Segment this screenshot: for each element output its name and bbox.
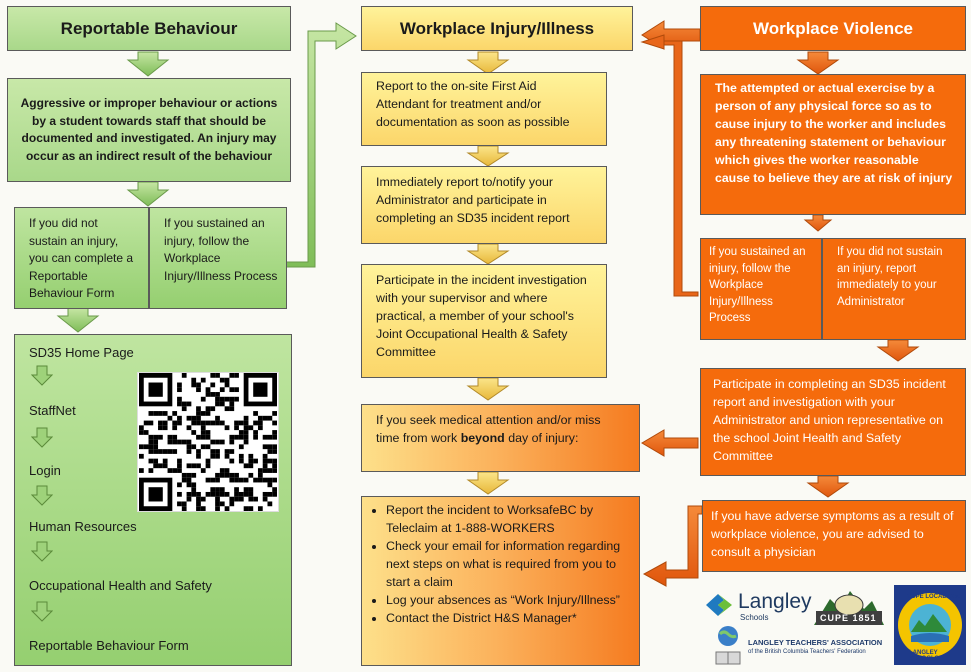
down-arrow-icon bbox=[56, 307, 100, 333]
down-arrow-icon bbox=[466, 471, 510, 495]
down-arrow-icon bbox=[796, 51, 840, 75]
down-arrow-icon bbox=[31, 485, 53, 506]
lta-logo: LANGLEY TEACHERS' ASSOCIATION of the Bri… bbox=[748, 638, 883, 655]
connector-arrow-icon bbox=[642, 505, 703, 587]
violence-header: Workplace Violence bbox=[700, 6, 966, 51]
connector-arrow-icon bbox=[640, 34, 699, 297]
down-arrow-icon bbox=[31, 427, 53, 448]
down-arrow-icon bbox=[126, 181, 170, 207]
injury-step-first-aid: Report to the on-site First Aid Attendan… bbox=[361, 72, 607, 146]
step-reportable-form: Reportable Behaviour Form bbox=[29, 638, 189, 653]
violence-injury: If you sustained an injury, follow the W… bbox=[700, 238, 822, 340]
injury-step-investigation: Participate in the incident investigatio… bbox=[361, 264, 607, 378]
down-arrow-icon bbox=[876, 339, 920, 362]
reportable-injury: If you sustained an injury, follow the W… bbox=[149, 207, 287, 309]
list-item: Log your absences as “Work Injury/Illnes… bbox=[386, 591, 629, 609]
down-arrow-icon bbox=[806, 475, 850, 498]
violence-no-injury: If you did not sustain an injury, report… bbox=[822, 238, 966, 340]
step-human-resources: Human Resources bbox=[29, 519, 137, 534]
langley-schools-logo: Langley Schools bbox=[704, 588, 812, 624]
list-item: Report the incident to WorksafeBC by Tel… bbox=[386, 501, 629, 537]
connector-arrow-icon bbox=[285, 22, 357, 268]
injury-step-medical: If you seek medical attention and/or mis… bbox=[361, 404, 640, 472]
down-arrow-icon bbox=[126, 51, 170, 77]
violence-definition: The attempted or actual exercise by a pe… bbox=[700, 74, 966, 215]
injury-bullets: Report the incident to WorksafeBC by Tel… bbox=[361, 496, 640, 666]
lta-emblem bbox=[714, 624, 742, 666]
injury-step-notify-admin: Immediately report to/notify your Admini… bbox=[361, 166, 607, 244]
cupe-local-seal-icon bbox=[894, 585, 966, 665]
step-staffnet: StaffNet bbox=[29, 403, 76, 418]
list-item: Contact the District H&S Manager* bbox=[386, 609, 629, 627]
cupe-local-logo: CUPE LOCAL 1260 LANGLEY SCHOOLS bbox=[893, 584, 967, 666]
down-arrow-icon bbox=[31, 601, 53, 622]
qr-code-icon bbox=[137, 372, 279, 512]
down-arrow-icon bbox=[466, 51, 510, 75]
reportable-header: Reportable Behaviour bbox=[7, 6, 291, 51]
step-sd35-home: SD35 Home Page bbox=[29, 345, 134, 360]
violence-step-report: Participate in completing an SD35 incide… bbox=[700, 368, 966, 476]
down-arrow-icon bbox=[466, 243, 510, 265]
langley-logo-icon bbox=[706, 594, 732, 616]
down-arrow-icon bbox=[31, 365, 53, 386]
reportable-definition: Aggressive or improper behaviour or acti… bbox=[7, 78, 291, 182]
cupe-logo-icon bbox=[814, 591, 884, 625]
list-item: Check your email for information regardi… bbox=[386, 537, 629, 591]
step-ohs: Occupational Health and Safety bbox=[29, 578, 212, 593]
step-login: Login bbox=[29, 463, 61, 478]
down-arrow-icon bbox=[466, 377, 510, 401]
connector-arrow-icon bbox=[641, 429, 699, 457]
down-arrow-icon bbox=[466, 145, 510, 167]
reportable-no-injury: If you did not sustain an injury, you ca… bbox=[14, 207, 149, 309]
violence-step-physician: If you have adverse symptoms as a result… bbox=[702, 500, 966, 572]
injury-header: Workplace Injury/Illness bbox=[361, 6, 633, 51]
down-arrow-icon bbox=[31, 541, 53, 562]
down-arrow-icon bbox=[803, 214, 833, 232]
globe-book-icon bbox=[715, 626, 741, 665]
cupe-1851-logo: CUPE 1851 bbox=[810, 583, 888, 629]
injury-bullet-list: Report the incident to WorksafeBC by Tel… bbox=[372, 501, 629, 627]
